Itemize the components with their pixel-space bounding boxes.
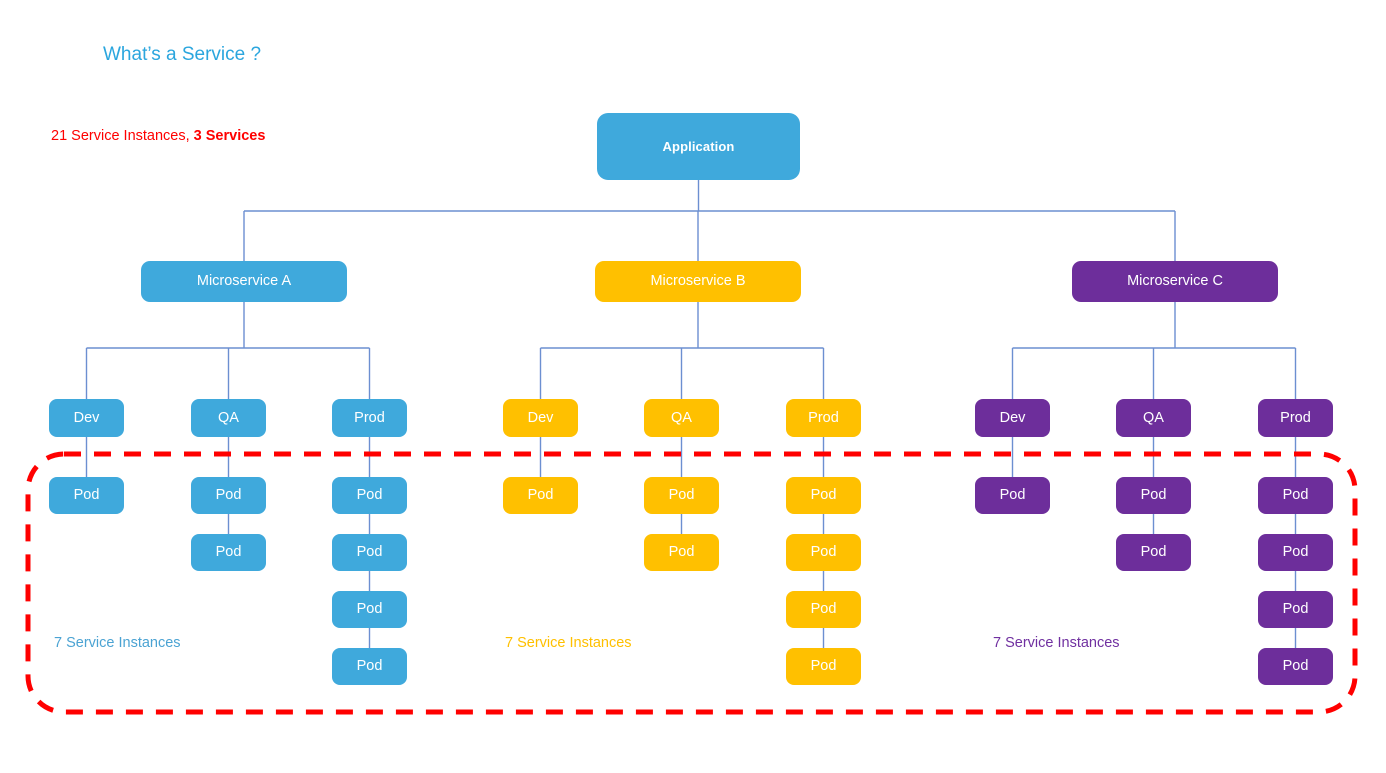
microservice-a-prod-pod-2[interactable]: Pod [332, 534, 407, 571]
microservice-b-prod-pod-2[interactable]: Pod [786, 534, 861, 571]
page-title: What’s a Service ? [103, 44, 262, 65]
microservice-a-dev-node[interactable]: Dev [49, 399, 124, 437]
microservice-a-prod-pod-1[interactable]: Pod [332, 477, 407, 514]
microservice-c-prod-pod-3[interactable]: Pod [1258, 591, 1333, 628]
application-node[interactable]: Application [597, 113, 800, 180]
microservice-c-prod-node[interactable]: Prod [1258, 399, 1333, 437]
microservice-c-qa-pod-2[interactable]: Pod [1116, 534, 1191, 571]
microservice-b-qa-node[interactable]: QA [644, 399, 719, 437]
summary-prefix: 21 Service Instances, [51, 128, 194, 144]
microservice-a-prod-pod-4[interactable]: Pod [332, 648, 407, 685]
microservice-a-prod-pod-3[interactable]: Pod [332, 591, 407, 628]
microservice-b-prod-pod-4[interactable]: Pod [786, 648, 861, 685]
microservice-c-node[interactable]: Microservice C [1072, 261, 1278, 302]
microservice-b-prod-node[interactable]: Prod [786, 399, 861, 437]
microservice-a-qa-pod-1[interactable]: Pod [191, 477, 266, 514]
microservice-a-qa-node[interactable]: QA [191, 399, 266, 437]
microservice-c-instances-caption: 7 Service Instances [993, 635, 1120, 651]
microservice-a-instances-caption: 7 Service Instances [54, 635, 181, 651]
microservice-b-qa-pod-2[interactable]: Pod [644, 534, 719, 571]
microservice-a-prod-node[interactable]: Prod [332, 399, 407, 437]
summary-emphasis: 3 Services [193, 128, 266, 144]
microservice-b-node[interactable]: Microservice B [595, 261, 801, 302]
microservice-b-dev-node[interactable]: Dev [503, 399, 578, 437]
microservice-a-node[interactable]: Microservice A [141, 261, 347, 302]
microservice-b-dev-pod-1[interactable]: Pod [503, 477, 578, 514]
microservice-c-prod-pod-2[interactable]: Pod [1258, 534, 1333, 571]
microservice-a-dev-pod-1[interactable]: Pod [49, 477, 124, 514]
microservice-c-prod-pod-1[interactable]: Pod [1258, 477, 1333, 514]
summary-caption: 21 Service Instances, 3 Services [51, 128, 265, 144]
microservice-b-instances-caption: 7 Service Instances [505, 635, 632, 651]
microservice-c-dev-pod-1[interactable]: Pod [975, 477, 1050, 514]
microservice-c-qa-pod-1[interactable]: Pod [1116, 477, 1191, 514]
microservice-a-qa-pod-2[interactable]: Pod [191, 534, 266, 571]
microservice-c-qa-node[interactable]: QA [1116, 399, 1191, 437]
microservice-b-prod-pod-3[interactable]: Pod [786, 591, 861, 628]
microservice-c-dev-node[interactable]: Dev [975, 399, 1050, 437]
microservice-b-prod-pod-1[interactable]: Pod [786, 477, 861, 514]
microservice-c-prod-pod-4[interactable]: Pod [1258, 648, 1333, 685]
microservice-b-qa-pod-1[interactable]: Pod [644, 477, 719, 514]
